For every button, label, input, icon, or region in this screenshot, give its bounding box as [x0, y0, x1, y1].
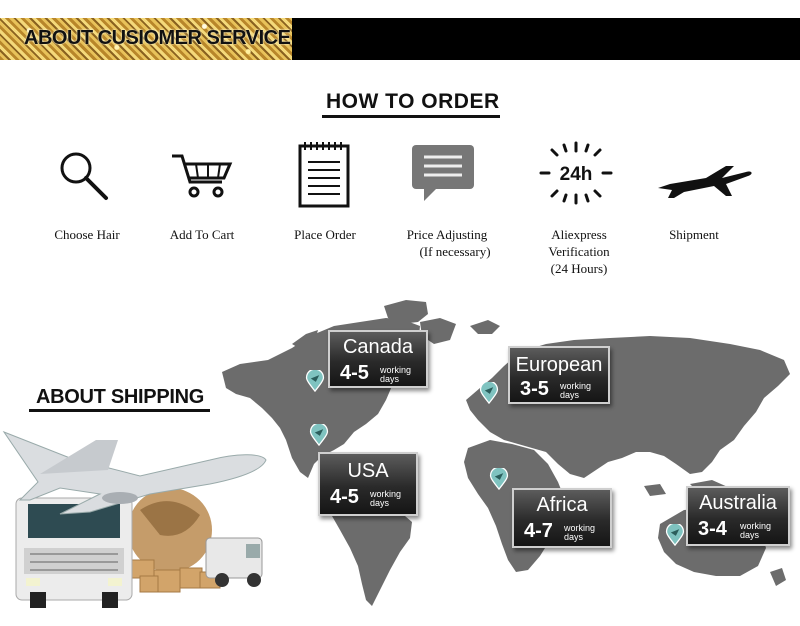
step-label: Shipment	[669, 227, 719, 242]
region-unit-top: working	[370, 489, 402, 499]
region-unit-top: working	[564, 523, 596, 533]
region-unit-top: working	[380, 365, 412, 375]
gold-glitter-panel	[0, 18, 292, 60]
region-tag-africa: Africa 4-7 working days	[512, 488, 612, 548]
region-name: European	[515, 354, 603, 376]
region-days: 4-5	[340, 362, 369, 384]
how-to-order-title: HOW TO ORDER	[326, 90, 500, 113]
region-days: 3-4	[698, 518, 727, 540]
step-label: Price Adjusting	[406, 227, 488, 242]
step-add-to-cart: Add To Cart	[142, 226, 262, 243]
step-label: Place Order	[294, 227, 356, 242]
about-shipping-underline	[29, 409, 210, 412]
chat-bubble-icon	[412, 145, 474, 201]
region-name: Australia	[699, 492, 777, 514]
south-america-shape	[330, 494, 412, 606]
shipping-vehicles-illustration	[2, 430, 267, 608]
location-pin-icon	[309, 424, 329, 446]
location-pin-icon	[479, 382, 499, 404]
region-days: 4-5	[330, 486, 359, 508]
region-unit-bottom: days	[564, 532, 584, 542]
region-name: Africa	[536, 494, 588, 516]
step-shipment: Shipment	[634, 226, 754, 243]
magnifier-icon	[60, 152, 108, 200]
step-sublabel: (If necessary)	[419, 244, 491, 259]
step-sublabel: (24 Hours)	[550, 261, 608, 276]
step-sublabel: Verification	[548, 244, 610, 259]
step-label: Add To Cart	[169, 227, 235, 242]
notepad-icon	[298, 142, 350, 208]
step-price-adjusting: Price Adjusting (If necessary)	[388, 226, 506, 260]
region-unit-bottom: days	[560, 390, 580, 400]
cart-icon	[172, 154, 233, 198]
step-label: Aliexpress	[551, 227, 607, 242]
top-banner: ABOUT CUSIOMER SERVICE	[0, 18, 800, 60]
region-days: 4-7	[524, 520, 553, 542]
location-pin-icon	[489, 468, 509, 490]
svg-text:24h: 24h	[560, 164, 593, 185]
step-aliexpress-verification: Aliexpress Verification (24 Hours)	[519, 226, 639, 277]
airplane-icon	[658, 166, 752, 198]
greenland-shape	[384, 300, 428, 324]
location-pin-icon	[305, 370, 325, 392]
region-unit-bottom: days	[740, 530, 760, 540]
about-shipping-title: ABOUT SHIPPING	[36, 386, 205, 408]
clock-24h-icon: 24h	[539, 141, 613, 205]
how-to-order-underline	[322, 115, 500, 118]
region-name: Canada	[342, 336, 414, 358]
region-days: 3-5	[520, 378, 549, 400]
step-label: Choose Hair	[54, 227, 120, 242]
region-tag-european: European 3-5 working days	[508, 346, 610, 404]
region-tag-usa: USA 4-5 working days	[318, 452, 418, 516]
location-pin-icon	[665, 524, 685, 546]
region-unit-bottom: days	[370, 498, 390, 508]
region-tag-canada: Canada 4-5 working days	[328, 330, 428, 388]
step-choose-hair: Choose Hair	[27, 226, 147, 243]
region-name: USA	[347, 460, 389, 482]
banner-title: ABOUT CUSIOMER SERVICE	[24, 27, 291, 49]
step-place-order: Place Order	[265, 226, 385, 243]
region-tag-australia: Australia 3-4 working days	[686, 486, 790, 546]
region-unit-top: working	[740, 521, 772, 531]
region-unit-bottom: days	[380, 374, 400, 384]
region-unit-top: working	[560, 381, 592, 391]
